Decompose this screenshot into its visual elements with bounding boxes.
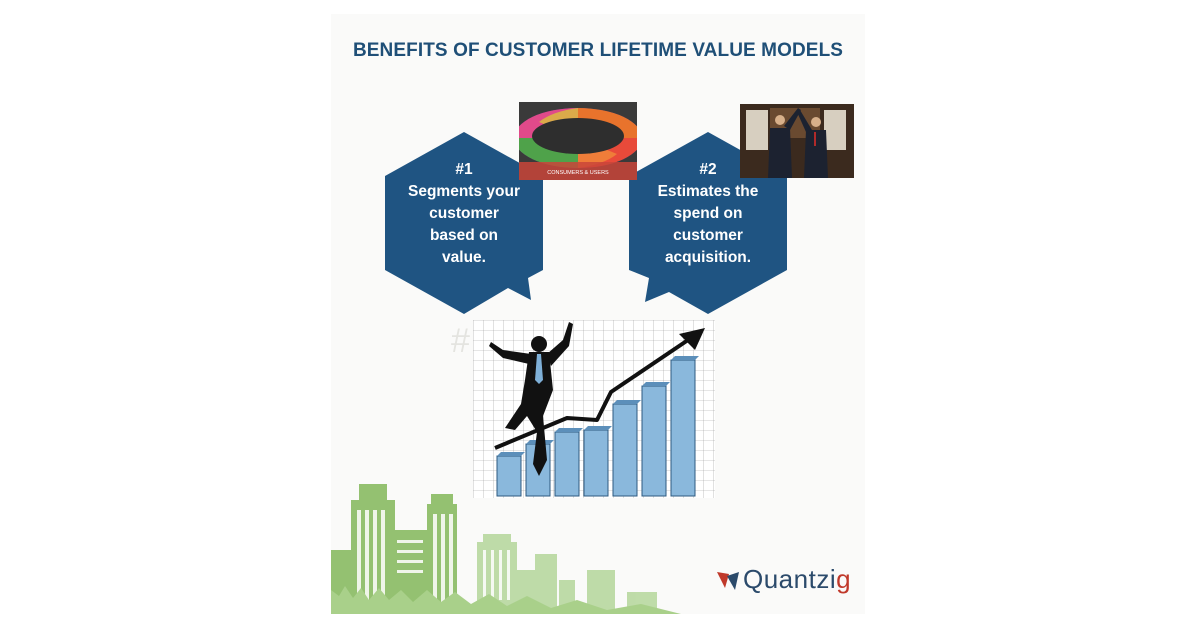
businessmen-high-five-photo-icon <box>740 104 854 178</box>
benefit-2-line: Estimates the <box>657 183 759 200</box>
chart-bar <box>583 429 609 497</box>
chart-bar-top <box>497 452 525 456</box>
quantzig-logo-mark-icon <box>717 572 739 590</box>
benefit-1-line: value. <box>442 249 486 266</box>
color-wheel-photo-icon: CONSUMERS & USERS <box>519 102 637 180</box>
chart-bar-top <box>613 400 641 404</box>
benefit-1-line: customer <box>429 205 499 222</box>
chart-bar <box>670 359 696 497</box>
page-title: BENEFITS OF CUSTOMER LIFETIME VALUE MODE… <box>352 40 844 61</box>
logo-brand-main: Quantzi <box>743 564 837 594</box>
chart-bar-top <box>671 356 699 360</box>
infographic-panel: BENEFITS OF CUSTOMER LIFETIME VALUE MODE… <box>331 14 865 614</box>
jumping-man-silhouette-icon <box>489 322 573 476</box>
benefit-2-number: #2 <box>699 161 717 178</box>
logo-brand-tail: g <box>836 564 852 594</box>
chart-bars <box>496 356 699 497</box>
benefit-2-text: #2 Estimates the spend on customer acqui… <box>631 159 785 269</box>
chart-bar-top <box>642 382 670 386</box>
benefit-2-line: customer <box>673 227 743 244</box>
chart-bar <box>641 385 667 497</box>
growth-chart-illustration <box>473 320 715 498</box>
color-wheel-caption: CONSUMERS & USERS <box>547 170 609 176</box>
benefit-1-line: Segments your <box>408 183 520 200</box>
chart-bar-top <box>584 426 612 430</box>
benefit-1-number: #1 <box>455 161 473 178</box>
benefit-2-line: spend on <box>673 205 743 222</box>
quantzig-logo-text: Quantzig <box>743 564 851 595</box>
chart-bar <box>612 403 638 497</box>
chart-bar <box>496 455 522 497</box>
hash-watermark: # <box>451 322 470 360</box>
city-skyline-illustration <box>331 484 681 614</box>
benefit-1-text: #1 Segments your customer based on value… <box>387 159 541 269</box>
arrow-head-icon <box>679 328 705 350</box>
benefit-1-hexagon <box>385 132 543 314</box>
benefit-1-line: based on <box>429 227 499 244</box>
chart-bar-top <box>555 428 583 432</box>
benefit-2-line: acquisition. <box>664 249 752 266</box>
